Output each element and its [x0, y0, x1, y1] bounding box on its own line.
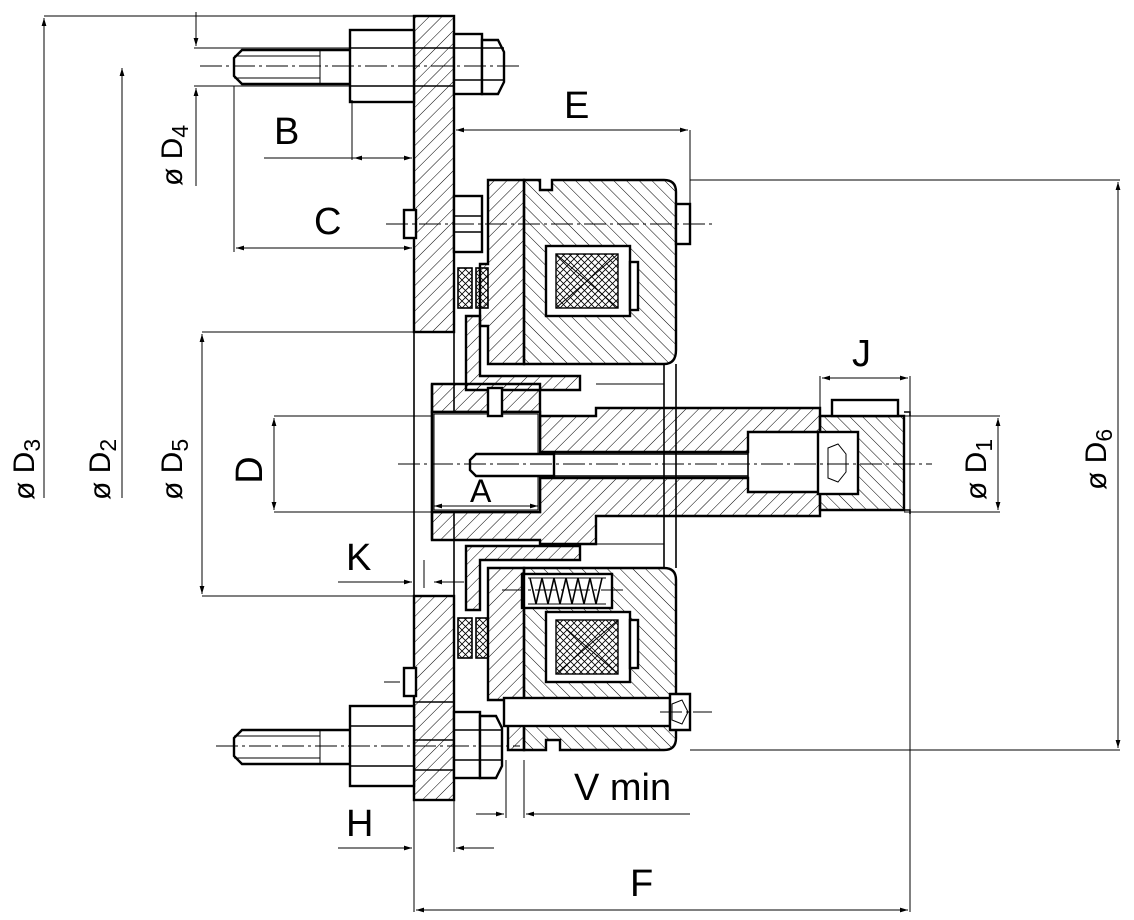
label-b: B	[274, 111, 299, 153]
label-d3: ø D3	[8, 439, 45, 500]
svg-text:ø D4: ø D4	[156, 125, 193, 186]
body-screw-bottom	[502, 692, 692, 732]
friction-lining-bottom	[457, 617, 473, 659]
label-d4: ø D4	[156, 125, 193, 186]
svg-text:ø D6: ø D6	[1080, 429, 1117, 490]
label-e: E	[564, 85, 589, 127]
mounting-flange	[412, 14, 456, 802]
label-vmin: V min	[574, 767, 671, 809]
label-d6: ø D6	[1080, 429, 1117, 490]
rotor-disc-bottom	[464, 544, 582, 612]
dimension-lines	[41, 12, 1121, 913]
shaft-key	[830, 398, 900, 418]
flange-screw-bottom	[402, 666, 418, 698]
label-j: J	[852, 333, 871, 375]
label-a: A	[470, 473, 492, 509]
label-d5: ø D5	[156, 439, 193, 500]
label-f: F	[630, 863, 653, 905]
svg-text:ø D2: ø D2	[84, 439, 121, 500]
label-h: H	[346, 803, 373, 845]
label-c: C	[314, 201, 341, 243]
label-d1: ø D1	[960, 439, 997, 500]
magnet-housing-top	[522, 178, 678, 366]
svg-text:ø D5: ø D5	[156, 439, 193, 500]
label-k: K	[346, 537, 371, 579]
label-d2: ø D2	[84, 439, 121, 500]
shaft	[816, 398, 911, 514]
dimension-labels: B C E J K H F V min A D ø D3 ø D2 ø D4 ø…	[8, 85, 1117, 905]
svg-text:ø D3: ø D3	[8, 439, 45, 500]
friction-lining-top	[457, 267, 473, 309]
armature-plate-top	[478, 178, 526, 366]
svg-text:ø D1: ø D1	[960, 439, 997, 500]
label-d: D	[229, 456, 271, 483]
extension-lines	[44, 15, 1120, 912]
